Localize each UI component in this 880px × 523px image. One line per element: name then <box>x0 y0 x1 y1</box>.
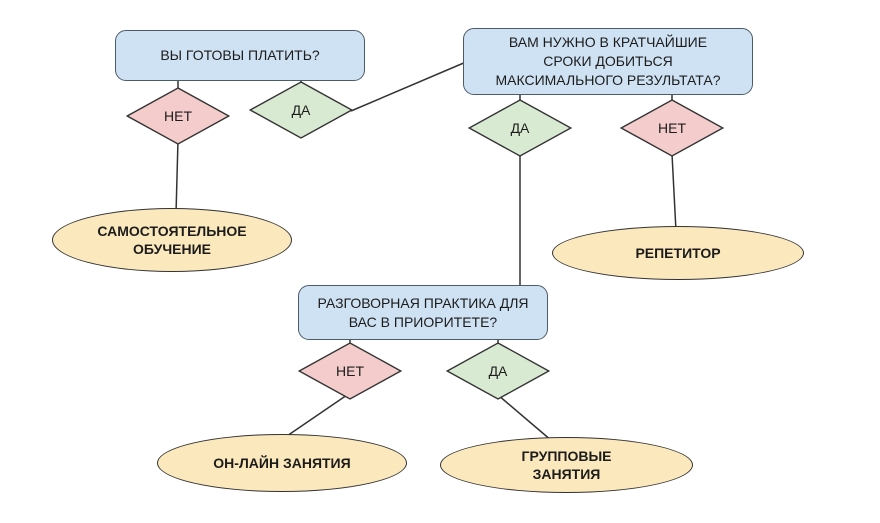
answer-diamond-pay-yes: ДА <box>249 81 353 139</box>
answer-label: ДА <box>510 120 530 136</box>
answer-diamond-fast-yes: ДА <box>468 99 572 157</box>
result-ellipse-tutor: РЕПЕТИТОР <box>552 226 804 280</box>
diamond-shape <box>620 99 724 157</box>
diamond-shape <box>468 99 572 157</box>
connector-line <box>497 394 553 442</box>
result-label: ОН-ЛАЙН ЗАНЯТИЯ <box>213 454 351 471</box>
result-ellipse-group-classes: ГРУППОВЫЕ ЗАНЯТИЯ <box>440 437 693 493</box>
result-label: ГРУППОВЫЕ ЗАНЯТИЯ <box>521 447 612 482</box>
answer-label: НЕТ <box>164 108 192 124</box>
question-box-ready-to-pay: ВЫ ГОТОВЫ ПЛАТИТЬ? <box>115 30 365 81</box>
connector-line <box>283 394 348 439</box>
connector-line <box>350 61 467 112</box>
connector-line <box>671 153 677 232</box>
question-label: ВАМ НУЖНО В КРАТЧАЙШИЕ СРОКИ ДОБИТЬСЯ МА… <box>495 34 721 88</box>
question-label: РАЗГОВОРНАЯ ПРАКТИКА ДЛЯ ВАС В ПРИОРИТЕТ… <box>317 294 529 330</box>
connector-line <box>175 139 179 215</box>
diamond-shape <box>249 81 353 139</box>
result-ellipse-online-classes: ОН-ЛАЙН ЗАНЯТИЯ <box>157 434 407 492</box>
answer-label: ДА <box>488 363 508 379</box>
result-label: САМОСТОЯТЕЛЬНОЕ ОБУЧЕНИЕ <box>97 222 247 257</box>
answer-label: НЕТ <box>658 120 686 136</box>
question-box-fast-max-results: ВАМ НУЖНО В КРАТЧАЙШИЕ СРОКИ ДОБИТЬСЯ МА… <box>463 28 753 95</box>
answer-diamond-speaking-no: НЕТ <box>298 342 402 400</box>
question-label: ВЫ ГОТОВЫ ПЛАТИТЬ? <box>160 47 320 64</box>
question-box-speaking-priority: РАЗГОВОРНАЯ ПРАКТИКА ДЛЯ ВАС В ПРИОРИТЕТ… <box>298 285 548 340</box>
diamond-shape <box>446 342 550 400</box>
answer-label: ДА <box>291 102 311 118</box>
diamond-shape <box>126 87 230 145</box>
answer-diamond-speaking-yes: ДА <box>446 342 550 400</box>
answer-diamond-fast-no: НЕТ <box>620 99 724 157</box>
result-ellipse-self-study: САМОСТОЯТЕЛЬНОЕ ОБУЧЕНИЕ <box>52 208 292 272</box>
answer-diamond-pay-no: НЕТ <box>126 87 230 145</box>
result-label: РЕПЕТИТОР <box>635 244 721 261</box>
answer-label: НЕТ <box>336 363 364 379</box>
diamond-shape <box>298 342 402 400</box>
